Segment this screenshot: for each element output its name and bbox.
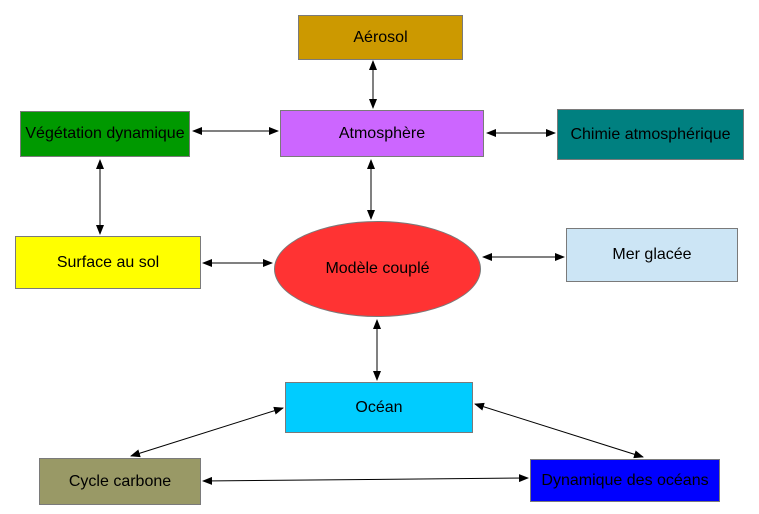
- connector-ocean-cycle: [130, 406, 284, 458]
- dynamique-node: Dynamique des océans: [530, 459, 720, 502]
- connector-cycle-dynamique: [202, 474, 529, 485]
- connector-ocean-dynamique: [474, 402, 644, 459]
- aerosol-node: Aérosol: [298, 15, 463, 60]
- chimie-node: Chimie atmosphérique: [557, 109, 744, 160]
- cycle-node: Cycle carbone: [39, 458, 201, 505]
- atmosphere-node: Atmosphère: [280, 110, 484, 157]
- surface-node: Surface au sol: [15, 236, 201, 289]
- ocean-node: Océan: [285, 382, 473, 433]
- mer-node: Mer glacée: [566, 228, 738, 282]
- modele-node: Modèle couplé: [274, 221, 481, 317]
- vegetation-node: Végétation dynamique: [20, 111, 190, 157]
